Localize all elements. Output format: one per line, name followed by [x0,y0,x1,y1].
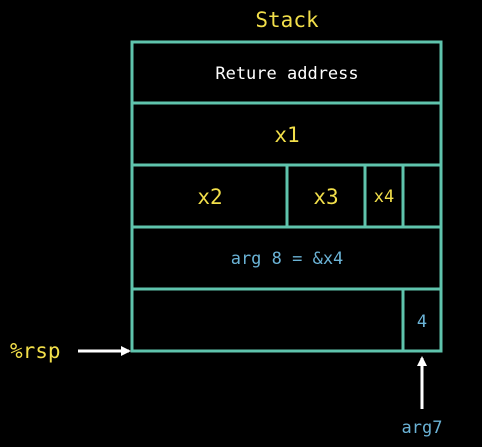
cell-arg7-value: 4 [417,312,427,332]
cell-x2: x2 [197,185,222,209]
stack-title: Stack [255,8,319,32]
cell-arg8: arg 8 = &x4 [231,249,344,269]
arg7-label: arg7 [402,418,443,438]
cell-return-address: Reture address [215,64,358,84]
cell-x1: x1 [274,123,299,147]
stack-frame [130,40,443,353]
stack-outer-box [130,40,443,353]
cell-x3: x3 [313,185,338,209]
rsp-label: %rsp [10,339,61,363]
cell-x4: x4 [374,187,394,207]
